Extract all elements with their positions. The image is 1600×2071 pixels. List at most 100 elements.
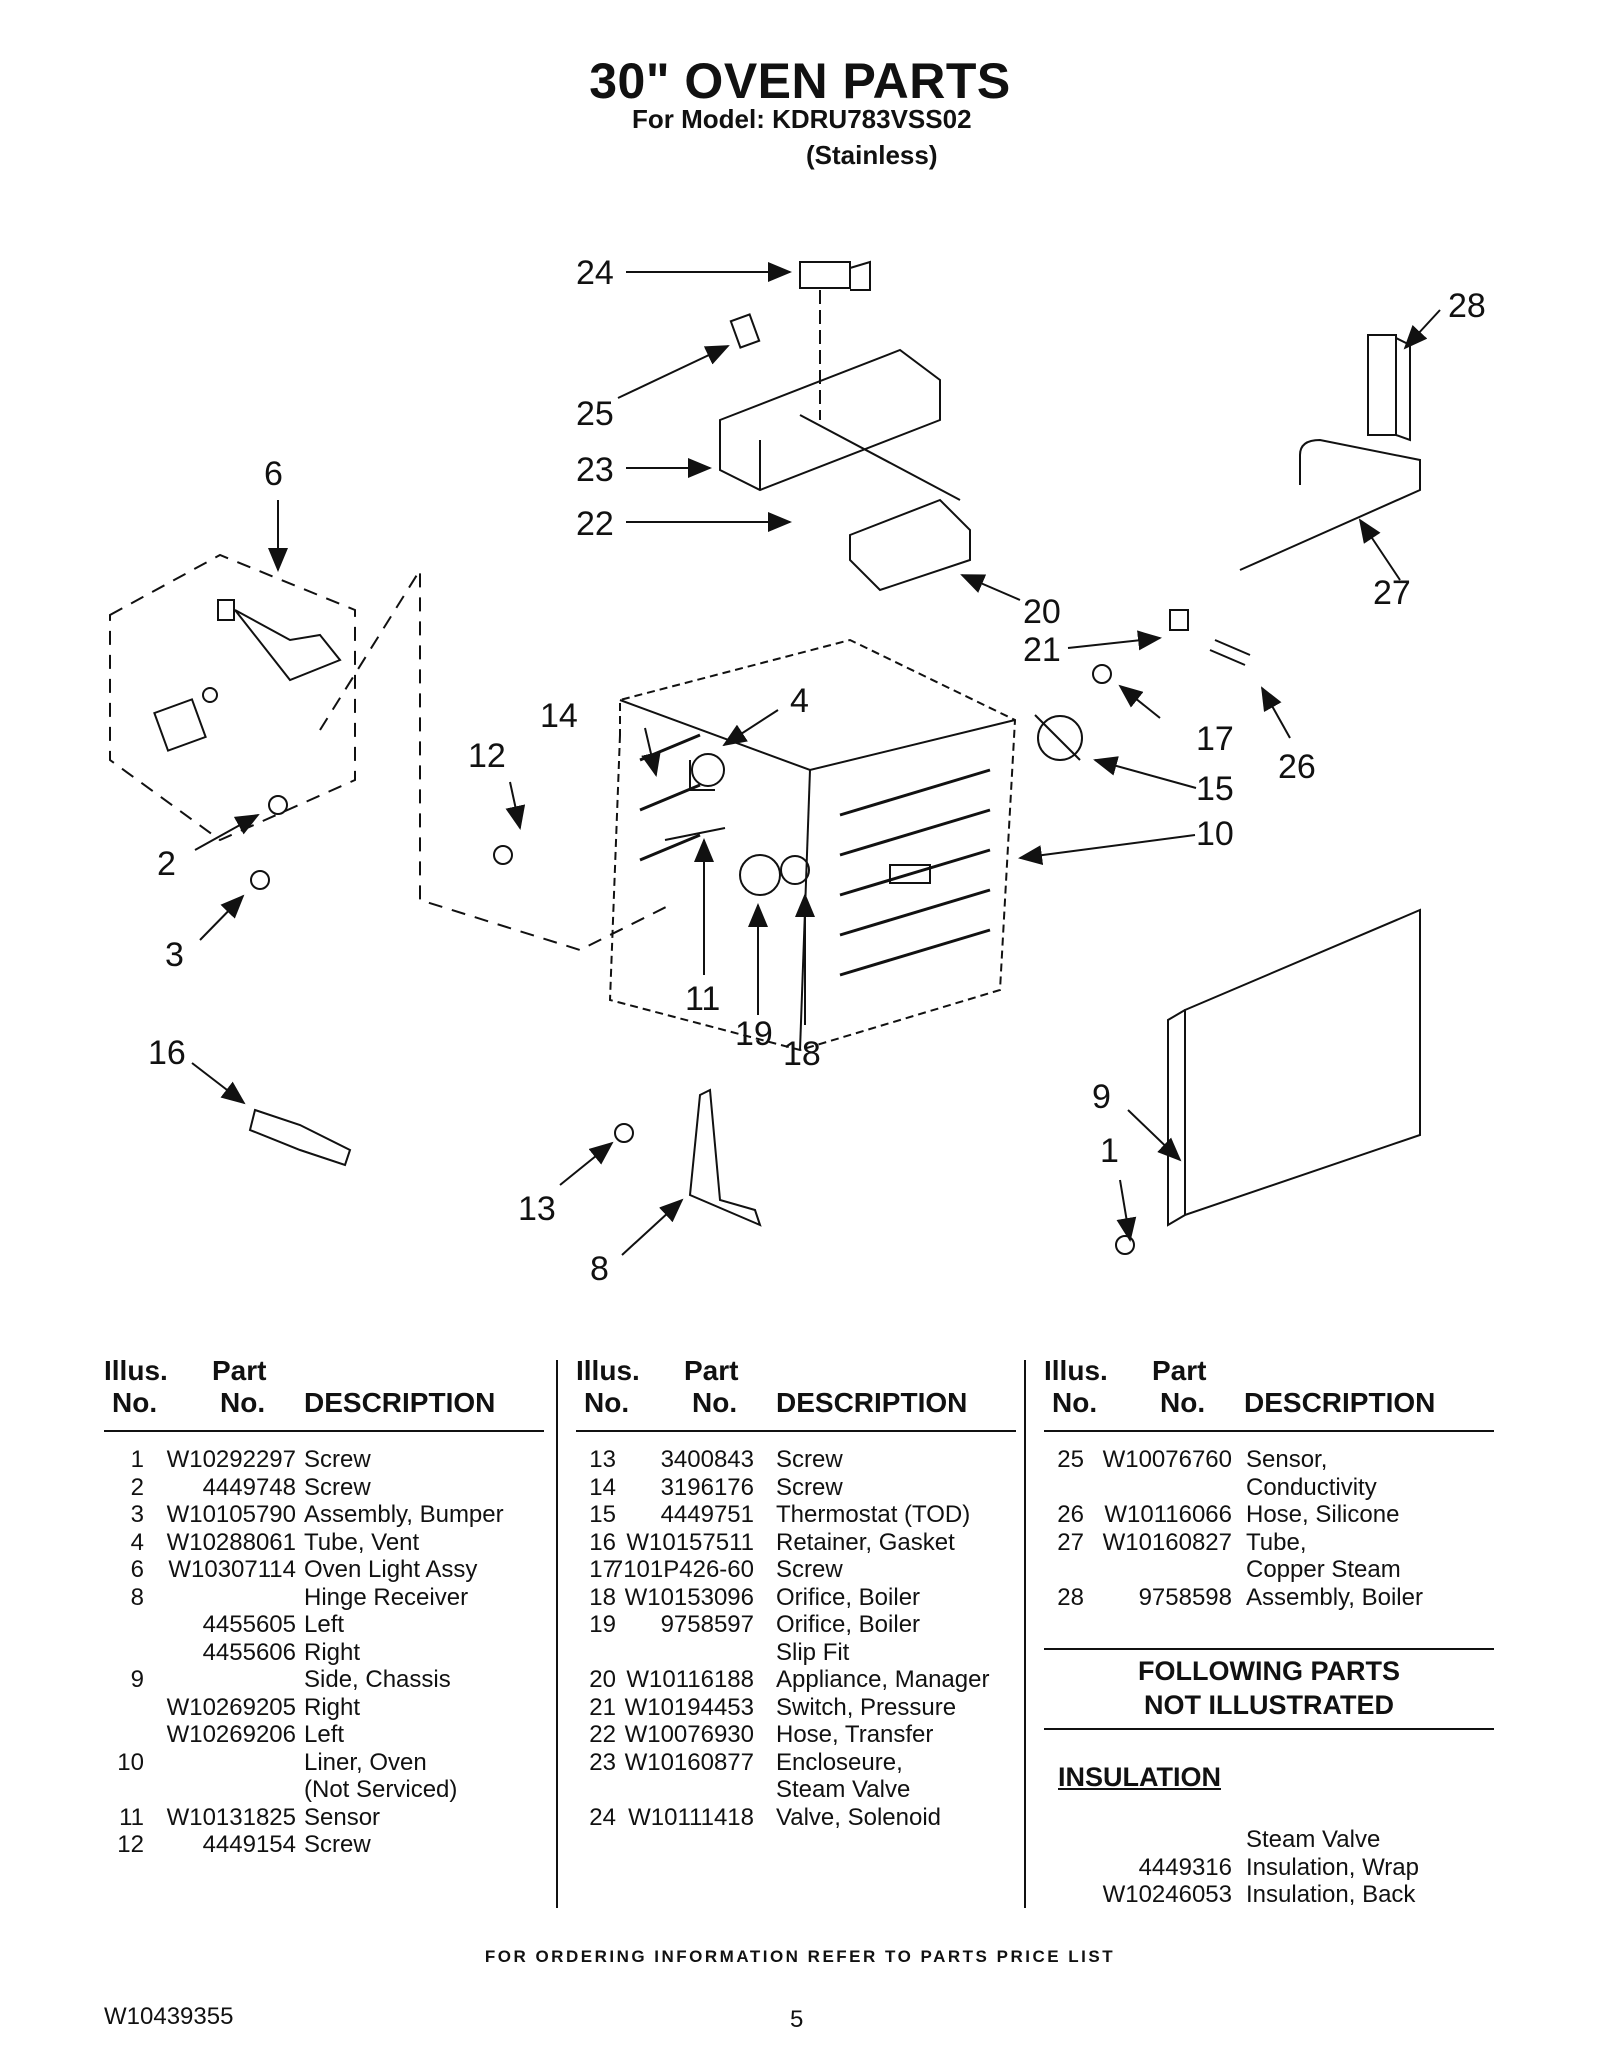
illus-number: 22 (589, 1721, 616, 1748)
part-number: W10131825 (166, 1803, 296, 1831)
appliance-manager-drawing (849, 498, 971, 592)
silicone-hose-drawing (1209, 639, 1251, 666)
table-header: Illus. No. Part No. DESCRIPTION (1044, 1355, 1494, 1432)
description: Sensor, (1246, 1446, 1328, 1473)
illus-number: 2 (130, 1473, 144, 1501)
part-number: W10269206 (166, 1721, 296, 1748)
callout-13: 13 (518, 1190, 556, 1228)
description: Orifice, Boiler (776, 1611, 921, 1638)
description: Left (304, 1611, 345, 1638)
header-illus: Illus. (1044, 1355, 1108, 1386)
page-title: 30" OVEN PARTS (589, 53, 1011, 109)
header-part-no: No. (1160, 1387, 1206, 1418)
illus-number: 26 (1057, 1501, 1084, 1528)
part-number: W10076930 (624, 1721, 754, 1748)
callout-numbers: 24 25 23 22 28 27 6 20 21 17 26 14 4 12 … (148, 254, 1486, 1288)
leader-lines (191, 262, 1441, 1256)
column-divider (556, 1360, 558, 1908)
header-illus: Illus. (576, 1355, 640, 1386)
description: Screw (304, 1831, 371, 1858)
part-number: W10076760 (1102, 1446, 1232, 1473)
part-number: W10160827 (1102, 1528, 1232, 1556)
part-number: W10307114 (168, 1556, 296, 1583)
description: (Not Serviced) (304, 1776, 458, 1803)
callout-19: 19 (735, 1015, 773, 1053)
description: Tube, (1246, 1528, 1307, 1556)
part-number: 9758597 (660, 1611, 754, 1638)
header-part-no: No. (692, 1387, 738, 1418)
callout-10: 10 (1196, 815, 1234, 853)
illus-number: 24 (589, 1803, 616, 1831)
illus-number: 18 (589, 1583, 616, 1611)
description: Right (304, 1693, 361, 1721)
header-description: DESCRIPTION (1244, 1387, 1436, 1418)
callout-14: 14 (540, 697, 578, 735)
chassis-side-panel-drawing (1167, 908, 1421, 1227)
finish-line: (Stainless) (806, 140, 938, 170)
table-row: Conductivity (1044, 1474, 1494, 1502)
illus-number: 15 (589, 1501, 616, 1528)
not-illustrated-line2: NOT ILLUSTRATED (1144, 1690, 1394, 1720)
table-row: Slip Fit (576, 1639, 1016, 1667)
not-illustrated-heading: FOLLOWING PARTS NOT ILLUSTRATED (1044, 1648, 1494, 1730)
model-line: For Model: KDRU783VSS02 (632, 104, 972, 134)
ordering-note: FOR ORDERING INFORMATION REFER TO PARTS … (484, 1947, 1116, 1966)
header-part-no: No. (220, 1387, 266, 1418)
screws-drawing (250, 664, 1135, 1255)
callout-23: 23 (576, 451, 614, 489)
steam-valve-enclosure-drawing (719, 348, 961, 501)
description: Right (304, 1638, 361, 1666)
header-part: Part (684, 1355, 739, 1386)
description: Hose, Silicone (1246, 1501, 1400, 1528)
description: Sensor (304, 1803, 381, 1831)
description: Conductivity (1246, 1473, 1377, 1501)
header-description: DESCRIPTION (304, 1387, 496, 1418)
callout-28: 28 (1448, 287, 1486, 325)
description: Liner, Oven (304, 1748, 427, 1776)
illus-number: 9 (130, 1666, 144, 1693)
description: Appliance, Manager (776, 1666, 990, 1693)
table-row: 22 W10076930 Hose, Transfer (576, 1721, 1016, 1749)
table-row: (Not Serviced) (104, 1776, 544, 1804)
part-number: W10292297 (166, 1446, 296, 1473)
part-number: W10194453 (624, 1693, 754, 1721)
callout-4: 4 (790, 682, 809, 720)
document-number: W10439355 (104, 2003, 234, 2030)
header-illus: Illus. (104, 1355, 168, 1386)
table-row: Steam Valve (1044, 1826, 1494, 1854)
part-number: 9758598 (1138, 1583, 1232, 1611)
illus-number: 1 (130, 1446, 144, 1473)
description: Steam Valve (1246, 1826, 1381, 1853)
callout-8: 8 (590, 1250, 609, 1288)
gasket-retainer-drawing (248, 1108, 352, 1167)
part-number: W10160877 (624, 1748, 754, 1776)
callout-6: 6 (264, 455, 283, 493)
part-number: 3400843 (660, 1446, 754, 1473)
description: Assembly, Bumper (304, 1501, 504, 1528)
callout-25: 25 (576, 395, 614, 433)
description: Hose, Transfer (776, 1721, 934, 1748)
header-illus-no: No. (112, 1387, 158, 1418)
